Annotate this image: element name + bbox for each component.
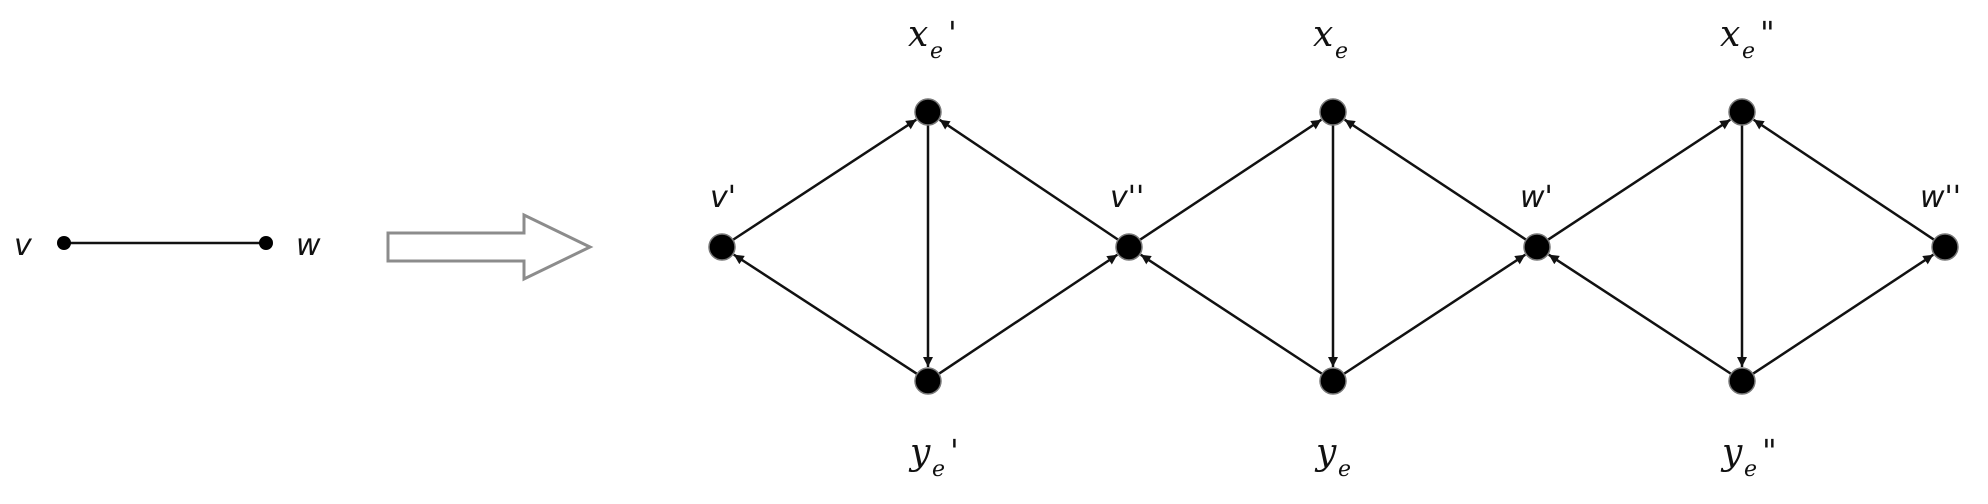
node-wpp [1931, 233, 1959, 261]
label-ye: y e [1314, 432, 1351, 482]
label-xe-prime: x e ' [908, 14, 957, 64]
svg-text:e: e [1338, 457, 1351, 482]
node-xe [1319, 98, 1347, 126]
node-xe1 [914, 98, 942, 126]
edge-ye-to-vpp [1140, 253, 1323, 375]
label-v-double-prime: v'' [1110, 180, 1144, 215]
svg-text:e: e [1744, 457, 1757, 482]
label-w-double-prime: w'' [1920, 180, 1961, 215]
label-v-prime: v' [710, 180, 736, 215]
svg-text:': ' [948, 14, 957, 52]
node-xe2 [1728, 98, 1756, 126]
node-w [259, 236, 273, 250]
svg-text:': ' [950, 432, 959, 470]
svg-text:": " [1760, 14, 1775, 52]
svg-text:x: x [1313, 14, 1333, 55]
svg-text:e: e [932, 457, 945, 482]
svg-text:e: e [930, 39, 943, 64]
node-vp [708, 233, 736, 261]
node-vpp [1115, 233, 1143, 261]
edge-ye1-to-vp [733, 253, 918, 375]
right-graph-edges [732, 118, 1935, 375]
svg-text:x: x [1720, 14, 1740, 55]
label-v: v [14, 228, 33, 263]
svg-text:y: y [1720, 432, 1743, 473]
left-graph: v w [14, 228, 321, 263]
edge-ye1-to-vpp [938, 253, 1119, 375]
label-w: w [296, 228, 321, 263]
edge-vpp-to-xe1 [938, 118, 1119, 241]
label-ye-double-prime: y e " [1720, 432, 1777, 482]
node-v [57, 236, 71, 250]
edge-ye2-to-wpp [1752, 253, 1935, 375]
edge-ye2-to-wp [1548, 253, 1732, 375]
label-xe: x e [1313, 14, 1348, 64]
label-ye-prime: y e ' [908, 432, 959, 482]
right-graph-nodes [708, 98, 1959, 395]
edge-ye-to-wp [1343, 253, 1526, 375]
right-graph-labels: v' v'' w' w'' x e ' y e ' x e y e x e " … [710, 14, 1961, 482]
node-ye [1319, 367, 1347, 395]
svg-text:x: x [908, 14, 928, 55]
edge-wpp-to-xe2 [1752, 118, 1935, 241]
node-ye1 [914, 367, 942, 395]
svg-text:e: e [1335, 39, 1348, 64]
svg-text:e: e [1742, 39, 1755, 64]
edge-wp-to-xe [1343, 118, 1527, 241]
edge-vpp-to-xe [1139, 118, 1323, 241]
edge-wp-to-xe2 [1547, 118, 1731, 241]
label-w-prime: w' [1520, 180, 1553, 215]
svg-text:y: y [908, 432, 931, 473]
node-wp [1523, 233, 1551, 261]
svg-text:y: y [1314, 432, 1337, 473]
node-ye2 [1728, 367, 1756, 395]
label-xe-double-prime: x e " [1720, 14, 1775, 64]
edge-vp-to-xe1 [732, 118, 917, 241]
hollow-right-arrow-icon [386, 212, 594, 282]
svg-text:": " [1762, 432, 1777, 470]
